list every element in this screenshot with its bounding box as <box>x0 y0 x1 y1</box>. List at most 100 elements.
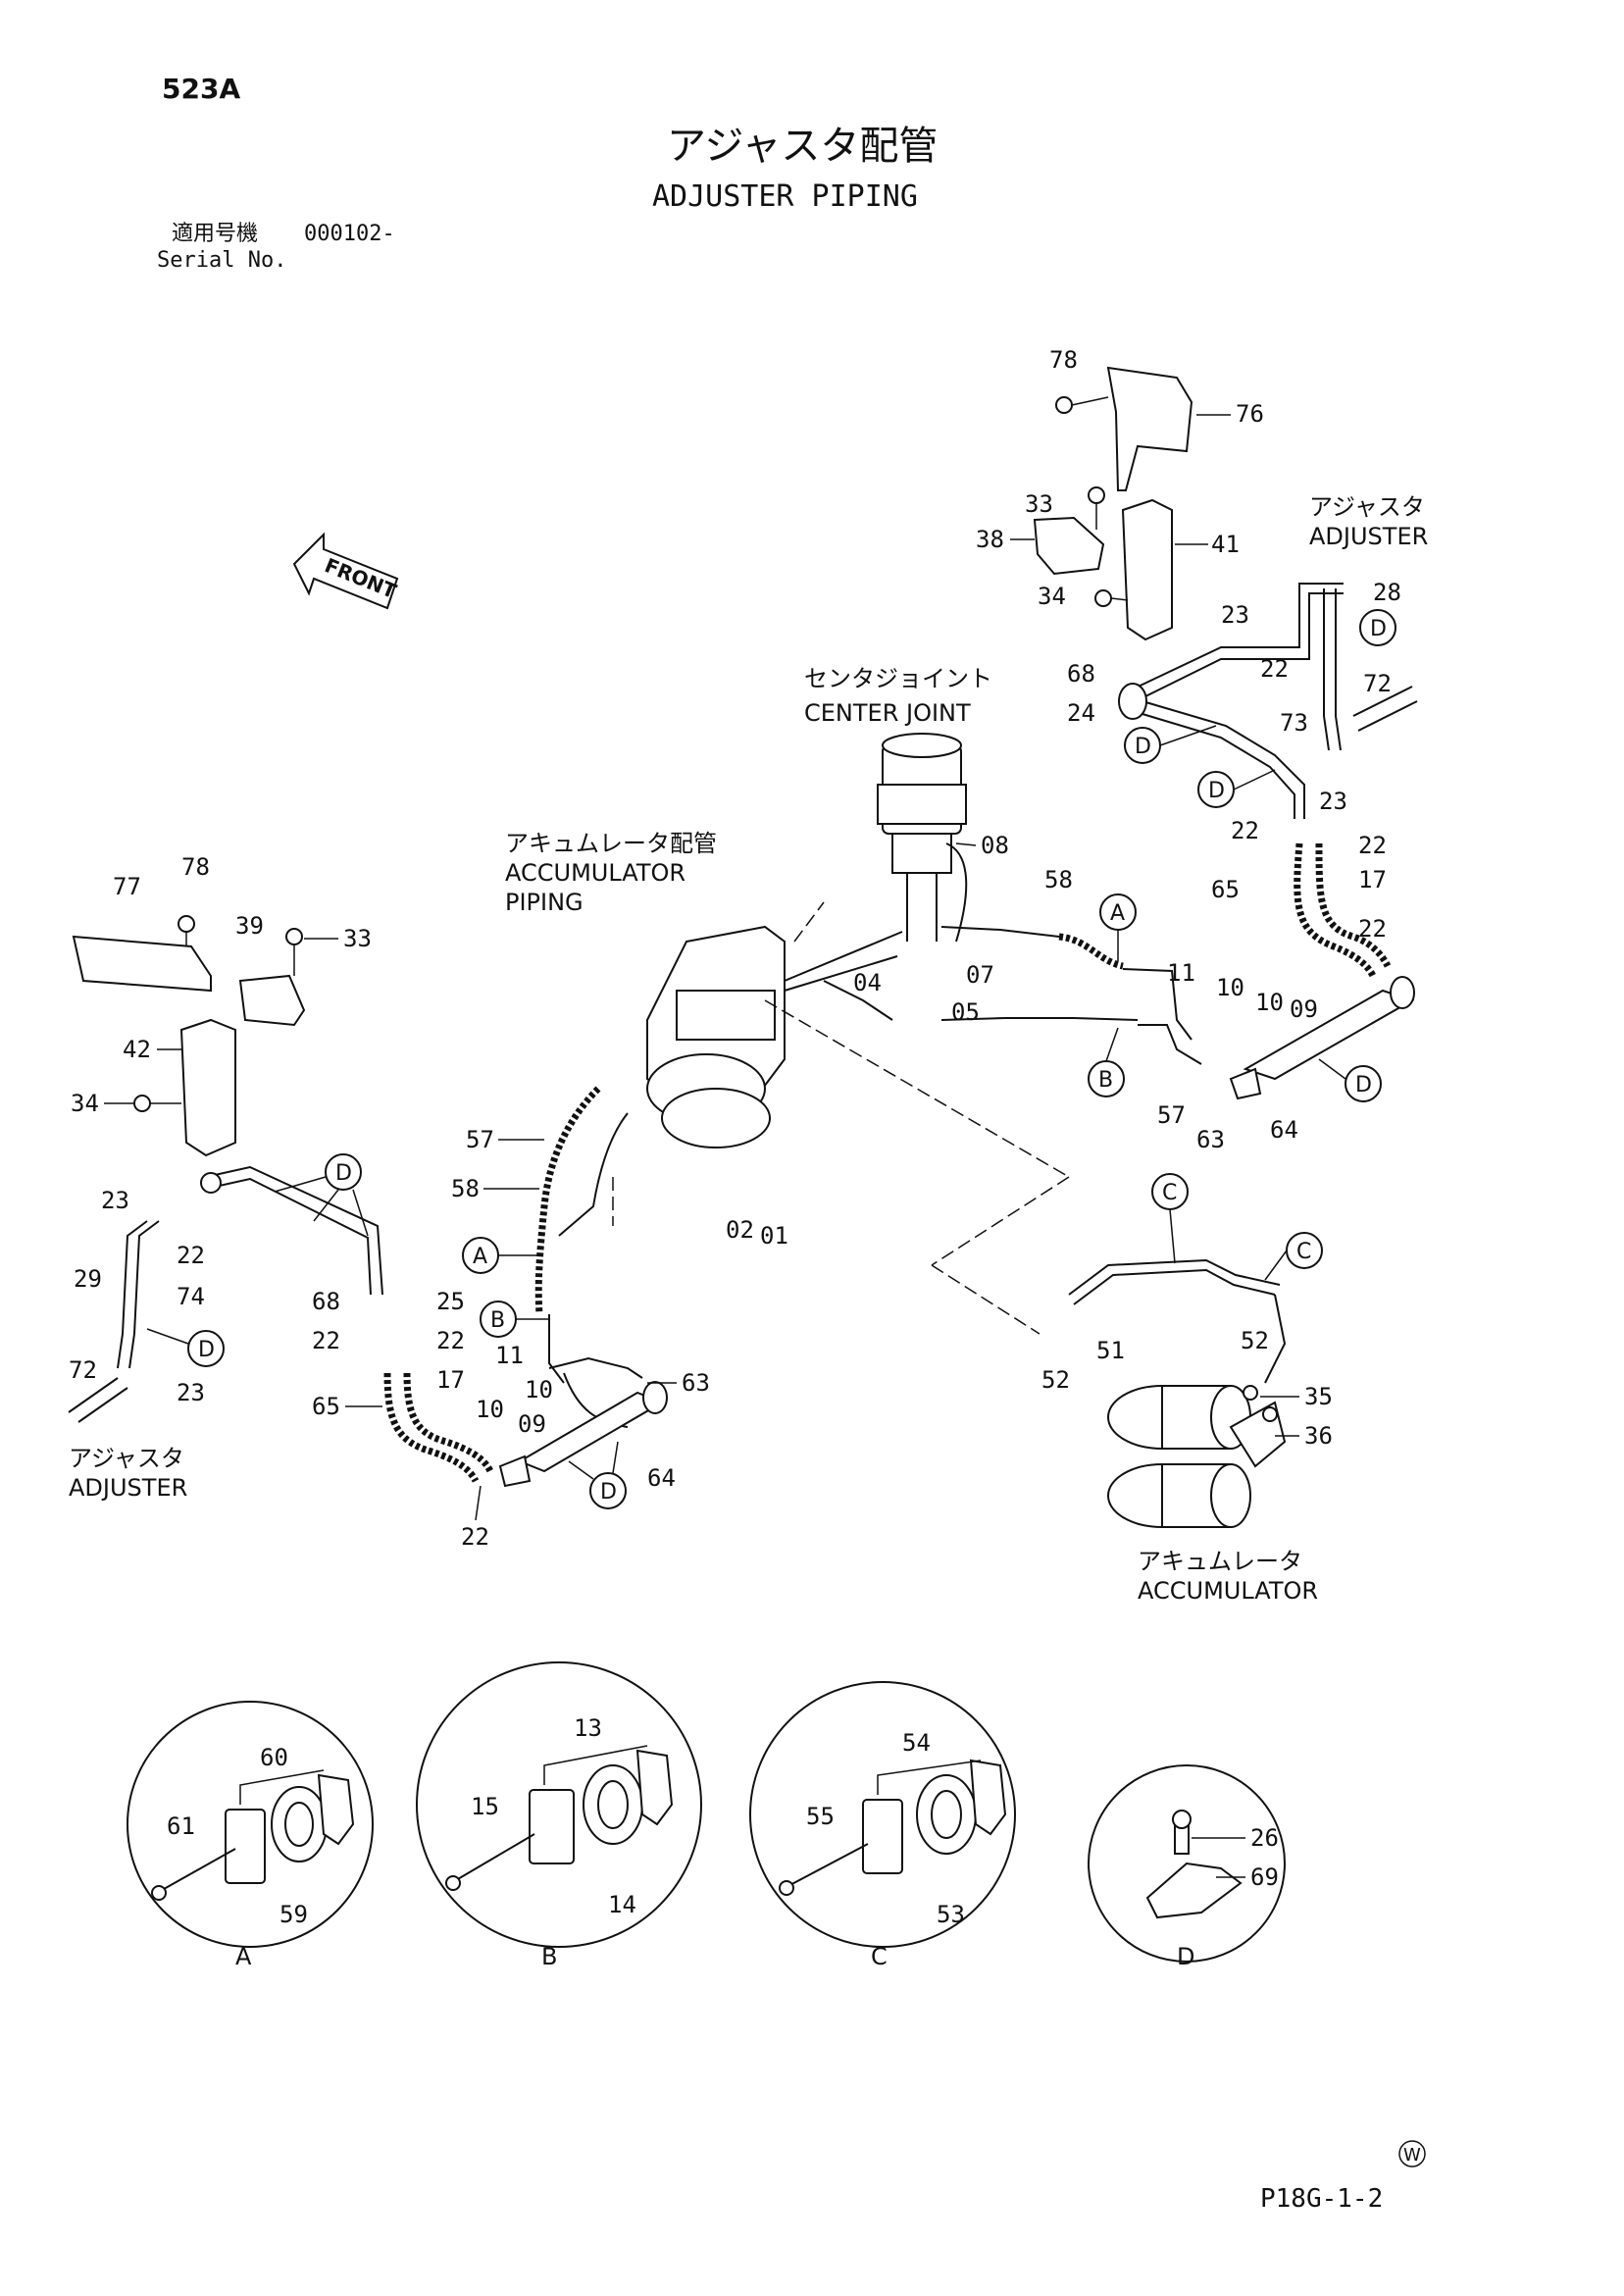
left-hose-65 <box>383 1372 494 1483</box>
callout-22-right-mid-r: 22 <box>1358 832 1387 859</box>
title-en: ADJUSTER PIPING <box>652 179 918 214</box>
callout-76: 76 <box>1236 400 1264 428</box>
svg-text:D: D <box>335 1161 352 1186</box>
svg-text:D: D <box>1135 735 1151 759</box>
callout-22-left-mid-l: 22 <box>312 1327 340 1354</box>
callout-58-left: 58 <box>451 1175 480 1202</box>
callout-42: 42 <box>123 1036 151 1063</box>
adjuster-left-jp: アジャスタ <box>69 1445 184 1472</box>
callout-22-left-top: 22 <box>177 1242 205 1269</box>
callout-72-right: 72 <box>1363 670 1392 697</box>
marker-a-lower: A <box>462 1237 539 1274</box>
callout-22-left-low: 22 <box>461 1523 489 1551</box>
callout-25: 25 <box>436 1288 465 1315</box>
callout-labels: 78 76 33 38 41 34 23 28 22 72 68 24 73 2… <box>69 346 1401 1551</box>
svg-text:D: D <box>1208 779 1225 803</box>
detail-c-part-55: 55 <box>806 1803 835 1830</box>
callout-09-right: 09 <box>1290 995 1318 1023</box>
callout-23-left-low: 23 <box>177 1379 205 1406</box>
marker-d-left-3: D <box>568 1441 627 1509</box>
callout-38: 38 <box>976 526 1004 553</box>
callout-09-left: 09 <box>518 1410 546 1438</box>
callout-17-left: 17 <box>436 1366 465 1394</box>
callout-39: 39 <box>235 912 264 940</box>
page-code: 523A <box>162 73 240 105</box>
detail-b-part-15: 15 <box>471 1793 499 1820</box>
detail-c-letter: C <box>871 1943 888 1970</box>
callout-05: 05 <box>951 998 980 1026</box>
callout-64-right: 64 <box>1270 1116 1298 1144</box>
detail-b: 15 13 14 B <box>416 1661 702 1970</box>
center-left-hoses <box>534 1086 629 1428</box>
serial-en-label: Serial No. <box>157 248 286 273</box>
marker-c-upper: C <box>1151 1173 1189 1264</box>
marker-b-lower: B <box>480 1301 549 1338</box>
detail-a: 61 60 59 A <box>127 1701 374 1970</box>
callout-51: 51 <box>1096 1337 1125 1364</box>
left-rail-64 <box>498 1381 668 1488</box>
callout-52-left: 52 <box>1041 1366 1070 1394</box>
svg-text:A: A <box>1110 901 1125 926</box>
detail-d-letter: D <box>1177 1943 1194 1970</box>
callout-65-right: 65 <box>1211 876 1240 903</box>
callout-36: 36 <box>1304 1422 1333 1450</box>
callout-63-right: 63 <box>1196 1126 1225 1153</box>
adjuster-right-en: ADJUSTER <box>1309 523 1428 550</box>
marker-d-right-3: D <box>1197 769 1276 808</box>
callout-07: 07 <box>966 961 994 989</box>
detail-b-part-13: 13 <box>574 1714 602 1742</box>
callout-57-left: 57 <box>466 1126 494 1153</box>
detail-a-part-59: 59 <box>279 1901 308 1928</box>
callout-04: 04 <box>853 969 882 996</box>
callout-11-left: 11 <box>495 1342 524 1369</box>
svg-text:B: B <box>490 1308 505 1333</box>
detail-a-part-61: 61 <box>167 1812 195 1840</box>
marker-d-right-1: D <box>1359 609 1396 646</box>
callout-58-right: 58 <box>1044 866 1073 893</box>
detail-d-part-26: 26 <box>1250 1824 1279 1852</box>
detail-c: 55 54 53 C <box>749 1681 1016 1970</box>
callout-64-left: 64 <box>647 1464 676 1492</box>
marker-c-right: C <box>1264 1232 1323 1281</box>
left-hose-lower <box>548 1356 643 1379</box>
callout-22-right-mid-l: 22 <box>1231 817 1259 844</box>
callout-10-right-b: 10 <box>1255 989 1284 1016</box>
callout-10-right-a: 10 <box>1216 974 1244 1001</box>
callout-28: 28 <box>1373 579 1401 606</box>
callout-41: 41 <box>1211 531 1240 558</box>
callout-35: 35 <box>1304 1383 1333 1410</box>
detail-d: 26 69 D <box>1088 1764 1286 1970</box>
svg-text:D: D <box>600 1480 617 1505</box>
svg-text:C: C <box>1296 1240 1311 1264</box>
callout-23-right-mid: 23 <box>1319 788 1347 815</box>
svg-text:W: W <box>1403 2145 1421 2166</box>
left-adjuster-pipes <box>68 1165 383 1423</box>
detail-a-letter: A <box>235 1943 252 1970</box>
svg-text:C: C <box>1162 1181 1177 1205</box>
svg-text:D: D <box>198 1338 215 1362</box>
svg-text:D: D <box>1355 1073 1372 1097</box>
callout-68-left: 68 <box>312 1288 340 1315</box>
callout-78-left: 78 <box>181 853 210 881</box>
accumulator-piping-block <box>646 901 1070 1178</box>
callout-08: 08 <box>981 832 1009 859</box>
title-jp: アジャスタ配管 <box>667 124 938 169</box>
serial-jp-label: 適用号機 <box>172 222 258 246</box>
accumulator-piping-jp: アキュムレータ配管 <box>505 830 717 857</box>
callout-02: 02 <box>726 1216 754 1244</box>
callout-10-left-a: 10 <box>476 1396 504 1423</box>
callout-72-left: 72 <box>69 1356 97 1384</box>
callout-29: 29 <box>74 1265 102 1293</box>
bracket-39 <box>238 928 306 1027</box>
accumulator-piping-en1: ACCUMULATOR <box>505 859 685 887</box>
callout-10-left-b: 10 <box>525 1376 553 1403</box>
callout-74: 74 <box>177 1283 205 1310</box>
bracket-38-41 <box>1033 486 1173 641</box>
callout-34-left: 34 <box>71 1090 99 1117</box>
right-hose-65 <box>1294 842 1392 978</box>
svg-text:A: A <box>473 1245 487 1269</box>
marker-b-upper: B <box>1088 1027 1125 1097</box>
detail-c-part-53: 53 <box>937 1901 965 1928</box>
detail-d-part-69: 69 <box>1250 1863 1279 1891</box>
